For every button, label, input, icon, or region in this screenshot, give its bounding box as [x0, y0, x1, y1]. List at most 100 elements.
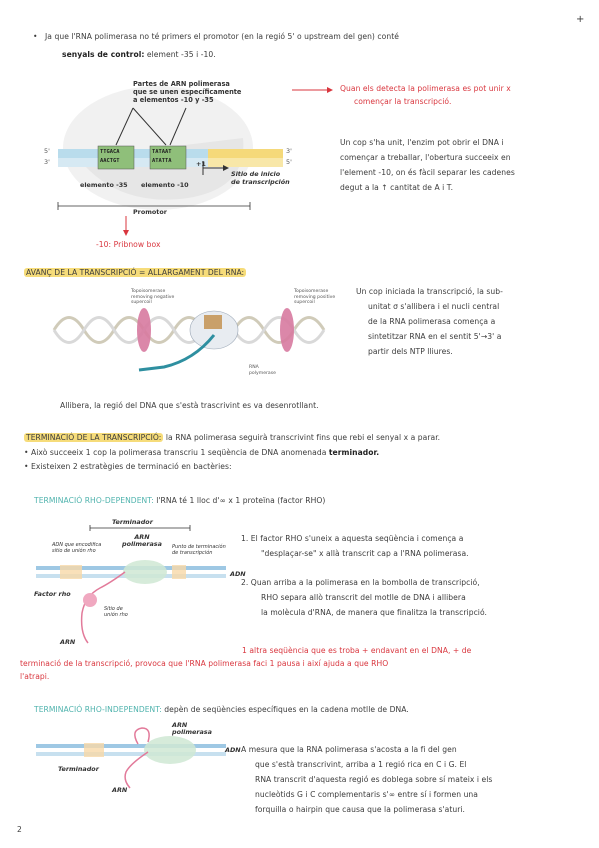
plus-one: +1: [196, 160, 206, 168]
seq-10: TATAAT ATATTA: [152, 148, 171, 166]
corner-mark: +: [576, 14, 585, 25]
topo1-l3: supercoil: [131, 300, 152, 305]
topo2-l2: removing positive: [294, 294, 336, 300]
terminacio-highlight: TERMINACIÓ DE LA TRANSCRIPCIÓ:: [24, 433, 164, 442]
fig1-5prime-b: 5': [286, 158, 292, 166]
rho-step2-l3: la molècula d'RNA, de manera que finalit…: [261, 608, 487, 617]
rho-diagram: [36, 525, 226, 644]
para-mesura-l2: que s'està transcrivint, arriba a 1 regi…: [255, 760, 467, 769]
rho-step2-l2: RHO separa allò transcrit del motlle de …: [261, 593, 466, 602]
intro-bullet: •: [33, 32, 38, 41]
para-iniciada: Un cop iniciada la transcripció, la sub-…: [356, 284, 591, 359]
fig1-title-l3: a elementos -10 y -35: [133, 96, 214, 104]
fig3-factor-rho: Factor rho: [34, 590, 71, 598]
hairpin-figure: ARN polimerasa ADN Terminador ARN: [30, 721, 241, 797]
red-note-l2: terminació de la transcripció, provoca q…: [20, 659, 389, 668]
para-cop: Un cop s'ha unit, l'enzim pot obrir el D…: [340, 135, 595, 195]
label-10: elemento -10: [141, 181, 189, 189]
seq-35-bottom: AACTGT: [100, 158, 120, 164]
section-terminacio: TERMINACIÓ DE LA TRANSCRIPCIÓ: la RNA po…: [24, 431, 594, 444]
start-site: Sitio de inicio de transcripción: [231, 170, 290, 186]
fig3-adn: ADN: [230, 570, 246, 578]
fig1-3prime-a: 3': [44, 158, 50, 166]
fig1-3prime-b: 3': [286, 147, 292, 155]
red-note-l1: 1 altra seqüència que es troba + endavan…: [242, 646, 472, 655]
fig1-title-l2: que se unen específicamente: [133, 88, 242, 96]
terminacio-b2-text: Existeixen 2 estratègies de terminació e…: [31, 462, 232, 471]
note-detect-l1: Quan els detecta la polimerasa es pot un…: [340, 84, 511, 93]
para-iniciada-l1: Un cop iniciada la transcripció, la sub-: [356, 287, 503, 296]
allargament-highlight: AVANÇ DE LA TRANSCRIPCIÓ = ALLARGAMENT D…: [24, 268, 247, 277]
terminacio-bullet1: • Això succeeix 1 cop la polimerasa tran…: [24, 448, 380, 457]
para-iniciada-l5: partir dels NTP lliures.: [368, 347, 453, 356]
para-mesura: A mesura que la RNA polimerasa s'acosta …: [241, 742, 591, 817]
elongation-figure: Topoisomerase removing negative supercoi…: [44, 285, 342, 383]
topo2-l1: Topoisomerase: [294, 289, 329, 294]
fig3-punto: Punto de terminación de transcripción: [172, 544, 226, 556]
red-note: 1 altra seqüència que es troba + endavan…: [20, 644, 590, 683]
terminacio-bullet2: • Existeixen 2 estratègies de terminació…: [24, 462, 232, 471]
start-site-l2: de transcripción: [231, 178, 290, 186]
topo2-label: Topoisomerase removing positive supercoi…: [294, 289, 335, 306]
red-arrow-1: [292, 87, 333, 93]
fig4-arn-pol-l1: ARN: [172, 721, 188, 729]
intro-rest: element -35 i -10.: [146, 50, 216, 59]
terminacio-rest: la RNA polimerasa seguirà transcrivint f…: [165, 433, 441, 442]
rho-independent: TERMINACIÓ RHO-INDEPENDENT: depèn de seq…: [34, 703, 594, 716]
start-site-l1: Sitio de inicio: [231, 170, 281, 178]
rna-pol-label: RNA polymerase: [249, 365, 276, 376]
intro-bold: senyals de control:: [62, 50, 145, 59]
topo1-l1: Topoisomerase: [131, 289, 166, 294]
para-iniciada-l2: unitat σ s'allibera i el nucli central: [368, 302, 500, 311]
promoter-diagram: [57, 86, 283, 236]
rho-step1-l1: 1. El factor RHO s'uneix a aquesta seqüè…: [241, 534, 464, 543]
red-note-l3: l'atrapi.: [20, 672, 50, 681]
rna-pol-l1: RNA: [249, 365, 259, 370]
fig1-title: Partes de ARN polimerasa que se unen esp…: [133, 80, 243, 104]
intro-line2: senyals de control: element -35 i -10.: [62, 48, 216, 61]
para-cop-l2: començar a treballar, l'obertura succeei…: [340, 153, 511, 162]
promoter-figure: Partes de ARN polimerasa que se unen esp…: [38, 78, 298, 258]
fig1-title-l1: Partes de ARN polimerasa: [133, 80, 230, 88]
rho-step2-l1: 2. Quan arriba a la polimerasa en la bom…: [241, 578, 480, 587]
rho-indep-heading: TERMINACIÓ RHO-INDEPENDENT:: [34, 705, 162, 714]
fig3-arn-pol-l1: ARN: [134, 533, 150, 541]
elongation-diagram: [52, 308, 326, 372]
fig1-5prime-a: 5': [44, 147, 50, 155]
fig3-terminador: Terminador: [112, 518, 153, 526]
rho-dep-heading: TERMINACIÓ RHO-DEPENDENT:: [34, 496, 154, 505]
para-cop-l3: l'element -10, on és fàcil separar les c…: [340, 168, 515, 177]
seq-10-top: TATAAT: [152, 149, 172, 155]
terminacio-b1-text: Això succeeix 1 cop la polimerasa transc…: [31, 448, 327, 457]
fig3-sitio-l1: Sitio de: [104, 606, 123, 612]
para-cop-l1: Un cop s'ha unit, l'enzim pot obrir el D…: [340, 138, 504, 147]
fig3-adn-rho-l2: sitio de unión rho: [52, 548, 96, 554]
label-35: elemento -35: [80, 181, 128, 189]
para-mesura-l4: nucleòtids G i C complementaris s'∞ entr…: [255, 790, 479, 799]
promotor-label: Promotor: [133, 208, 167, 216]
section-allargament-heading: AVANÇ DE LA TRANSCRIPCIÓ = ALLARGAMENT D…: [24, 266, 247, 279]
rho-step1-l2: "desplaçar-se" x allà transcrit cap a l'…: [261, 549, 469, 558]
fig3-sitio: Sitio de unión rho: [104, 606, 128, 618]
rna-pol-l2: polymerase: [249, 370, 276, 376]
rho-figure: Terminador ARN polimerasa ADN que encodi…: [30, 518, 250, 648]
para-mesura-l3: RNA transcrit d'aquesta regió es doblega…: [255, 775, 493, 784]
note-detect-l2: començar la transcripció.: [354, 97, 452, 106]
para-allibera: Allibera, la regió del DNA que s'està tr…: [60, 401, 319, 410]
fig3-adn-rho-l1: ADN que encodifica: [52, 542, 102, 548]
page-number: 2: [17, 825, 22, 834]
hairpin-diagram: [36, 727, 226, 789]
para-iniciada-l4: sintetitzar RNA en el sentit 5'→3' a: [368, 332, 502, 341]
topo1-label: Topoisomerase removing negative supercoi…: [131, 289, 174, 306]
fig3-punto-l1: Punto de terminación: [172, 544, 226, 550]
topo2-l3: supercoil: [294, 300, 315, 305]
fig3-arn-pol: ARN polimerasa: [122, 534, 162, 548]
fig4-arn: ARN: [112, 786, 128, 794]
fig4-adn: ADN: [225, 746, 241, 754]
rho-dependent: TERMINACIÓ RHO-DEPENDENT: l'RNA té 1 llo…: [34, 494, 594, 507]
intro-line1: Ja que l'RNA polimerasa no té primers el…: [45, 32, 399, 41]
pribnow-label: -10: Pribnow box: [96, 240, 161, 249]
terminador-bold: terminador.: [328, 448, 380, 457]
rho-dep-rest: l'RNA té 1 lloc d'∞ x 1 proteïna (factor…: [156, 496, 326, 505]
fig4-terminador: Terminador: [58, 765, 99, 773]
